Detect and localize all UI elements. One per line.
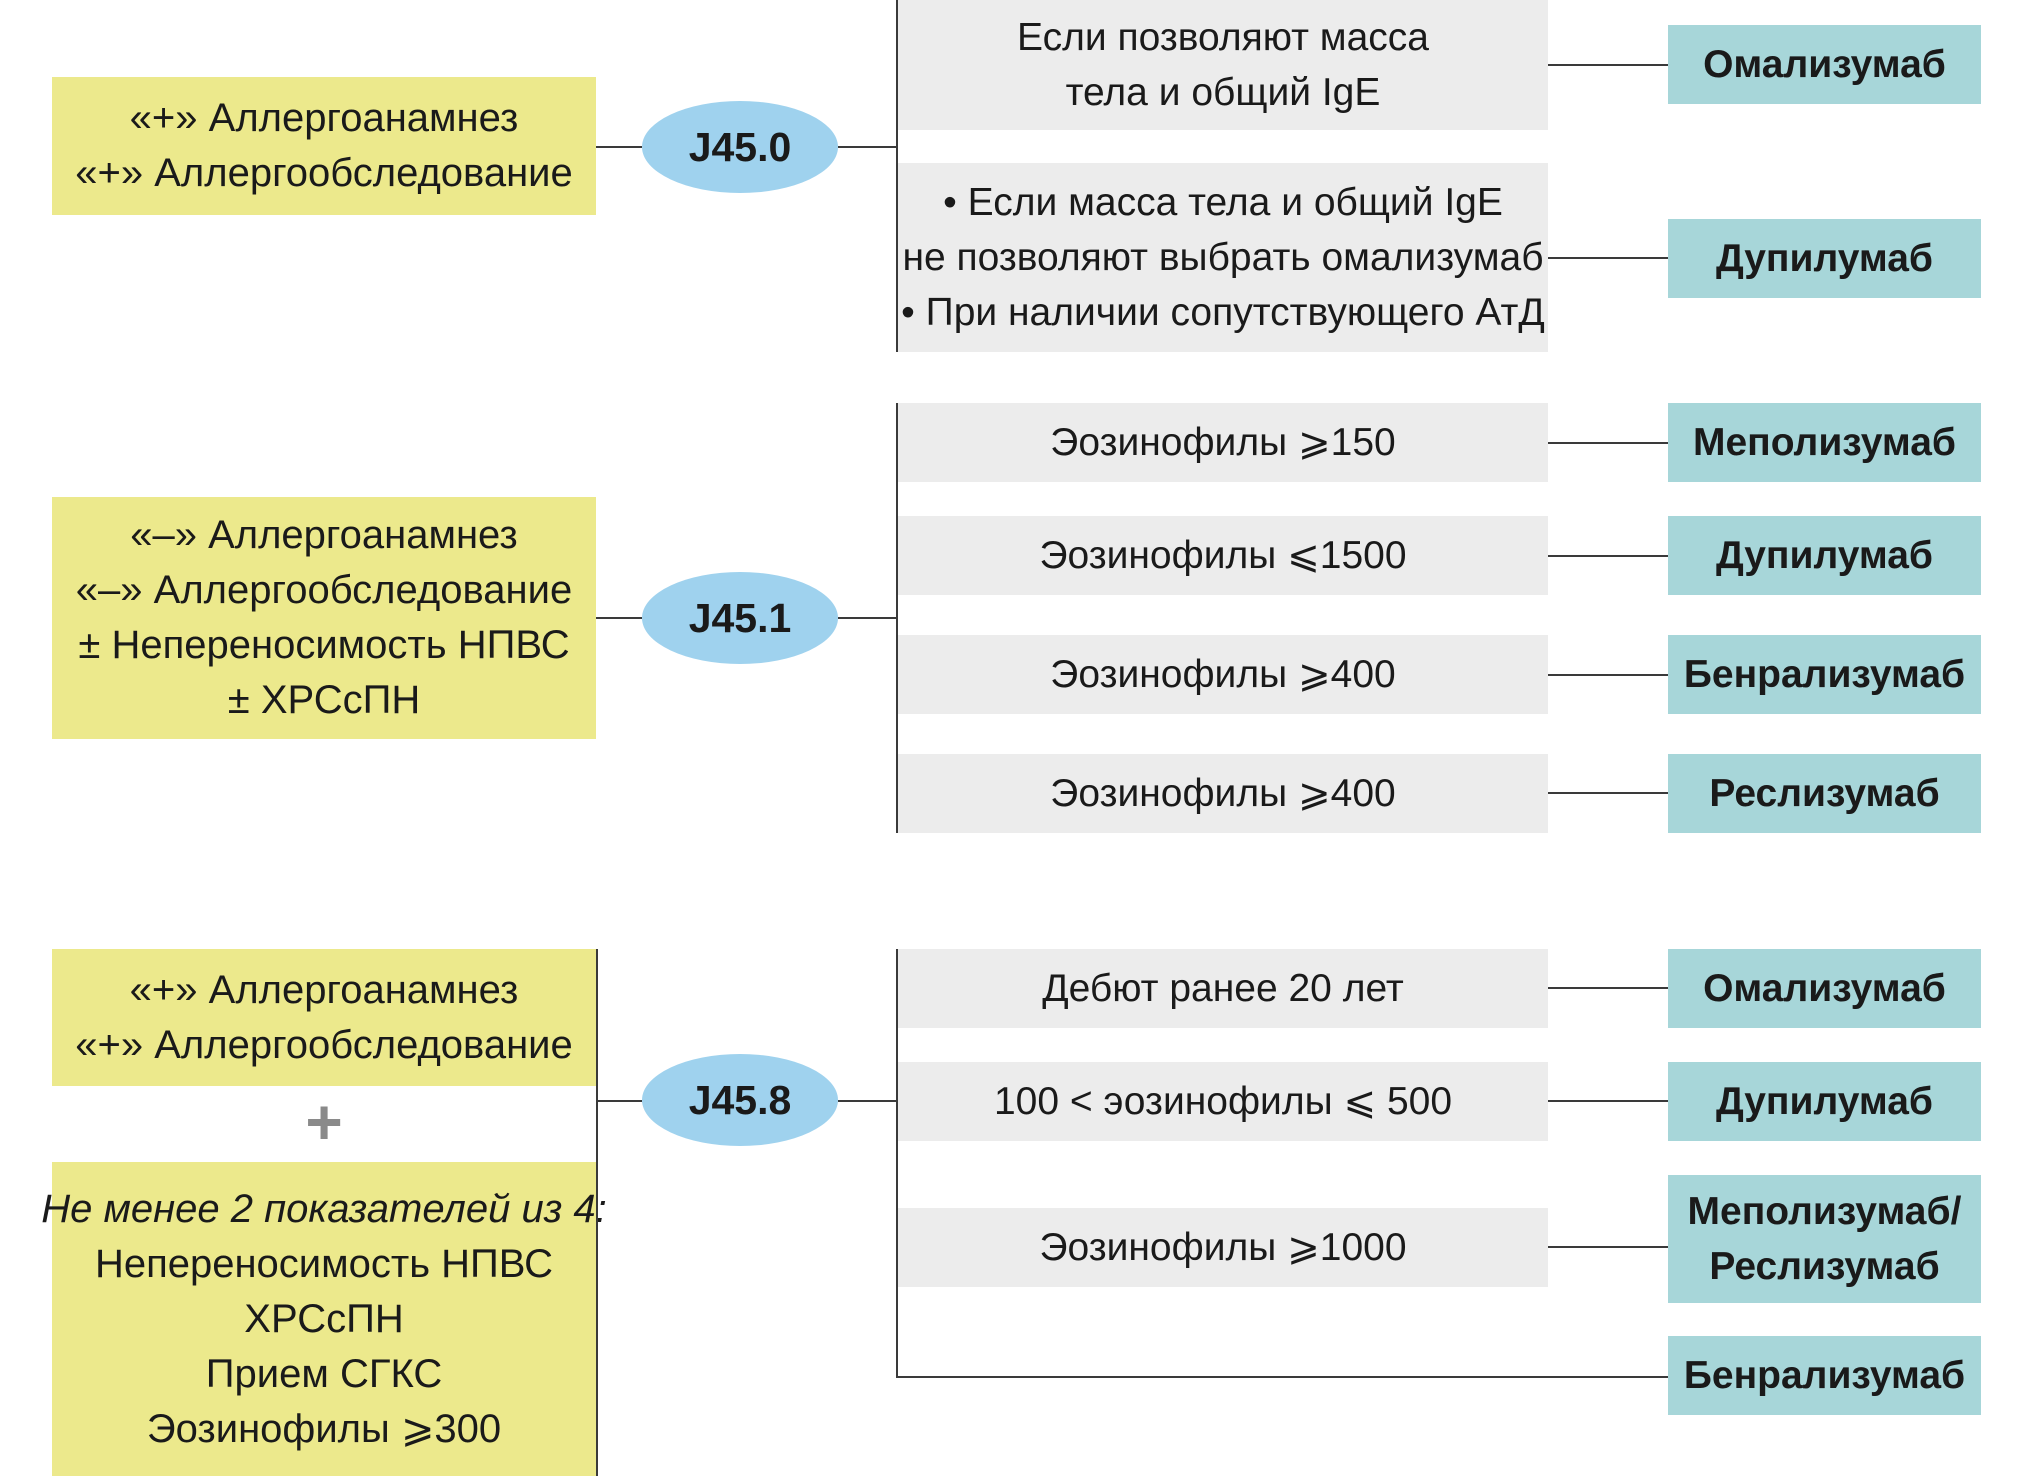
condition-line: Дебют ранее 20 лет xyxy=(1042,967,1404,1010)
drug-box-reslizumab: Реслизумаб xyxy=(1668,754,1981,833)
drug-box-dupilumab: Дупилумаб xyxy=(1668,1062,1981,1141)
drug-label: Омализумаб xyxy=(1703,43,1946,86)
drug-label: Дупилумаб xyxy=(1715,534,1934,577)
connector xyxy=(838,617,898,619)
drug-box-omalizumab: Омализумаб xyxy=(1668,949,1981,1028)
condition-box: 100 < эозинофилы ⩽ 500 xyxy=(898,1062,1548,1141)
condition-box: Эозинофилы ⩽1500 xyxy=(898,516,1548,595)
drug-box-benralizumab: Бенрализумаб xyxy=(1668,1336,1981,1415)
connector xyxy=(896,0,898,352)
connector xyxy=(1548,1246,1668,1248)
drug-box-mepolizumab-reslizumab: Меполизумаб/ Реслизумаб xyxy=(1668,1175,1981,1303)
drug-label: Меполизумаб/ xyxy=(1687,1190,1962,1233)
drug-label: Омализумаб xyxy=(1703,967,1946,1010)
condition-line: не позволяют выбрать омализумаб xyxy=(902,236,1544,279)
criteria-line: Прием СГКС xyxy=(205,1351,443,1396)
code-ellipse-j45-1: J45.1 xyxy=(642,572,838,664)
plus-sign: + xyxy=(305,1086,343,1158)
drug-box-omalizumab: Омализумаб xyxy=(1668,25,1981,104)
condition-line: • При наличии сопутствующего АтД xyxy=(901,291,1545,334)
connector xyxy=(596,617,642,619)
condition-line: Если позволяют масса xyxy=(1017,16,1429,59)
connector xyxy=(1548,64,1668,66)
connector xyxy=(838,1100,898,1102)
drug-box-mepolizumab: Меполизумаб xyxy=(1668,403,1981,482)
criteria-line: «+» Аллергоанамнез xyxy=(129,96,519,140)
criteria-line: ± Непереносимость НПВС xyxy=(78,623,570,667)
criteria-box-j45-1: «–» Аллергоанамнез «–» Аллергообследован… xyxy=(52,497,596,739)
connector xyxy=(596,146,642,148)
condition-line: Эозинофилы ⩽1500 xyxy=(1039,534,1407,577)
condition-line: тела и общий IgE xyxy=(1065,71,1381,114)
connector xyxy=(896,1376,1668,1378)
condition-box: Эозинофилы ⩾150 xyxy=(898,403,1548,482)
connector xyxy=(896,403,898,833)
criteria-box-j45-8: «+» Аллергоанамнез «+» Аллергообследован… xyxy=(52,949,596,1086)
criteria-box-j45-0: «+» Аллергоанамнез «+» Аллергообследован… xyxy=(52,77,596,215)
connector xyxy=(596,949,598,1476)
connector xyxy=(596,1100,642,1102)
connector xyxy=(838,146,898,148)
condition-line: Эозинофилы ⩾150 xyxy=(1050,421,1396,464)
condition-box: Эозинофилы ⩾400 xyxy=(898,754,1548,833)
drug-label: Бенрализумаб xyxy=(1683,653,1966,696)
drug-label: Бенрализумаб xyxy=(1683,1354,1966,1397)
criteria-box-j45-8-secondary: Не менее 2 показателей из 4: Непереносим… xyxy=(41,1162,607,1476)
code-ellipse-j45-8: J45.8 xyxy=(642,1054,838,1146)
criteria-line: «–» Аллергообследование xyxy=(75,568,573,612)
drug-label: Дупилумаб xyxy=(1715,237,1934,280)
connector xyxy=(1548,674,1668,676)
criteria-line: ХРСсПН xyxy=(244,1296,404,1341)
drug-box-benralizumab: Бенрализумаб xyxy=(1668,635,1981,714)
criteria-line: Непереносимость НПВС xyxy=(94,1241,554,1286)
condition-line: 100 < эозинофилы ⩽ 500 xyxy=(993,1080,1453,1123)
condition-line: • Если масса тела и общий IgE xyxy=(943,181,1503,224)
drug-label: Реслизумаб xyxy=(1709,772,1940,815)
drug-box-dupilumab: Дупилумаб xyxy=(1668,219,1981,298)
condition-line: Эозинофилы ⩾400 xyxy=(1050,772,1396,815)
criteria-line: ± ХРСсПН xyxy=(227,678,421,722)
drug-label: Меполизумаб xyxy=(1692,421,1957,464)
connector xyxy=(1548,987,1668,989)
condition-box: • Если масса тела и общий IgE не позволя… xyxy=(898,163,1548,352)
drug-label: Реслизумаб xyxy=(1709,1245,1940,1288)
condition-line: Эозинофилы ⩾400 xyxy=(1050,653,1396,696)
criteria-line: «–» Аллергоанамнез xyxy=(130,513,518,557)
connector xyxy=(1548,1100,1668,1102)
criteria-line: Эозинофилы ⩾300 xyxy=(146,1406,502,1451)
condition-line: Эозинофилы ⩾1000 xyxy=(1039,1226,1407,1269)
condition-box: Эозинофилы ⩾400 xyxy=(898,635,1548,714)
connector xyxy=(1548,442,1668,444)
condition-box: Дебют ранее 20 лет xyxy=(898,949,1548,1028)
drug-box-dupilumab: Дупилумаб xyxy=(1668,516,1981,595)
criteria-line: «+» Аллергоанамнез xyxy=(129,967,519,1012)
code-ellipse-j45-0: J45.0 xyxy=(642,101,838,193)
connector xyxy=(1548,555,1668,557)
criteria-line: «+» Аллергообследование xyxy=(75,151,573,195)
criteria-line: «+» Аллергообследование xyxy=(75,1022,573,1067)
connector xyxy=(1548,792,1668,794)
connector xyxy=(1548,257,1668,259)
drug-label: Дупилумаб xyxy=(1715,1080,1934,1123)
condition-box: Если позволяют масса тела и общий IgE xyxy=(898,0,1548,130)
criteria-heading: Не менее 2 показателей из 4: xyxy=(41,1186,607,1231)
condition-box: Эозинофилы ⩾1000 xyxy=(898,1208,1548,1287)
connector xyxy=(896,949,898,1377)
